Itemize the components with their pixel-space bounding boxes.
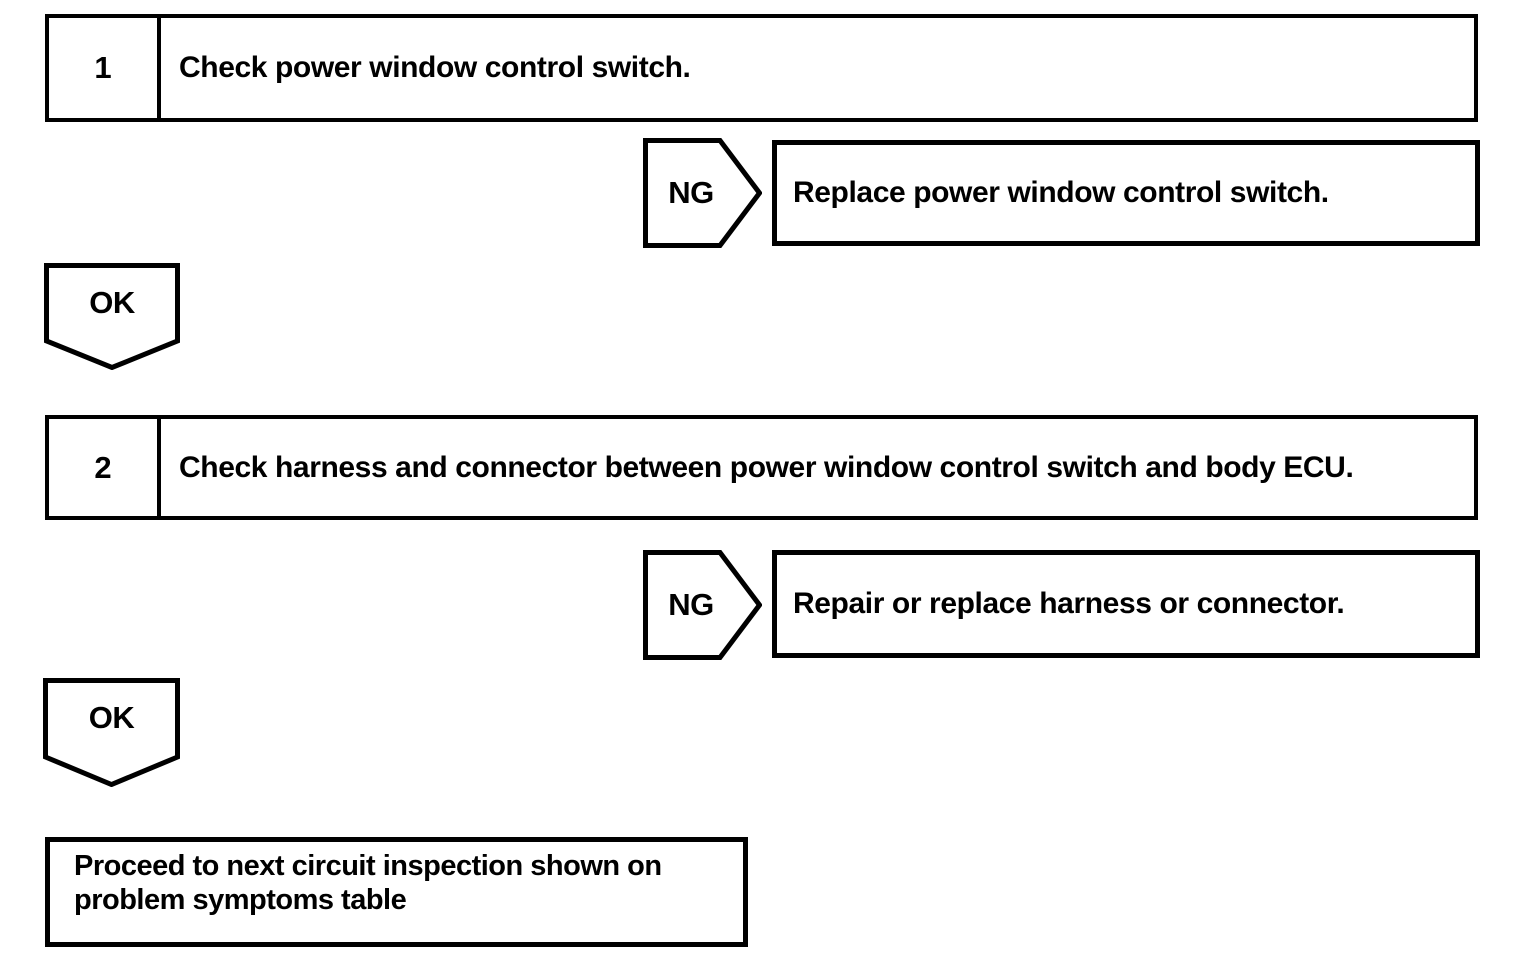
terminal-action-box: Proceed to next circuit inspection shown… [45, 837, 748, 947]
ok-arrow-down-icon [44, 263, 180, 370]
ng-arrow-right-icon [643, 550, 762, 660]
step-2-ok-label: OK [88, 700, 135, 735]
step-2-ok-connector: OK [43, 678, 180, 787]
step-1-ng-action-box: Replace power window control switch. [772, 140, 1480, 246]
step-1-ng-connector: NG [643, 138, 762, 248]
step-2-instruction: Check harness and connector between powe… [161, 419, 1474, 516]
step-2-ng-label: NG [668, 587, 714, 622]
step-2-number: 2 [49, 419, 161, 516]
step-1-ok-label: OK [89, 285, 135, 320]
step-2-ng-connector: NG [643, 550, 762, 660]
step-1-box: 1 Check power window control switch. [45, 14, 1478, 122]
step-2-box: 2 Check harness and connector between po… [45, 415, 1478, 520]
step-1-instruction-text: Check power window control switch. [179, 51, 691, 85]
step-1-ng-label: NG [668, 175, 714, 210]
step-2-ng-action-box: Repair or replace harness or connector. [772, 550, 1480, 658]
step-2-instruction-text: Check harness and connector between powe… [179, 450, 1354, 484]
step-1-ok-connector: OK [44, 263, 180, 370]
ng-arrow-right-icon [643, 138, 762, 248]
terminal-action-text: Proceed to next circuit inspection shown… [74, 850, 662, 916]
step-1-ng-action-text: Replace power window control switch. [793, 176, 1329, 209]
ok-arrow-down-icon [43, 678, 180, 787]
step-1-number: 1 [49, 18, 161, 118]
step-2-ng-action-text: Repair or replace harness or connector. [793, 587, 1345, 620]
step-1-instruction: Check power window control switch. [161, 18, 1474, 118]
